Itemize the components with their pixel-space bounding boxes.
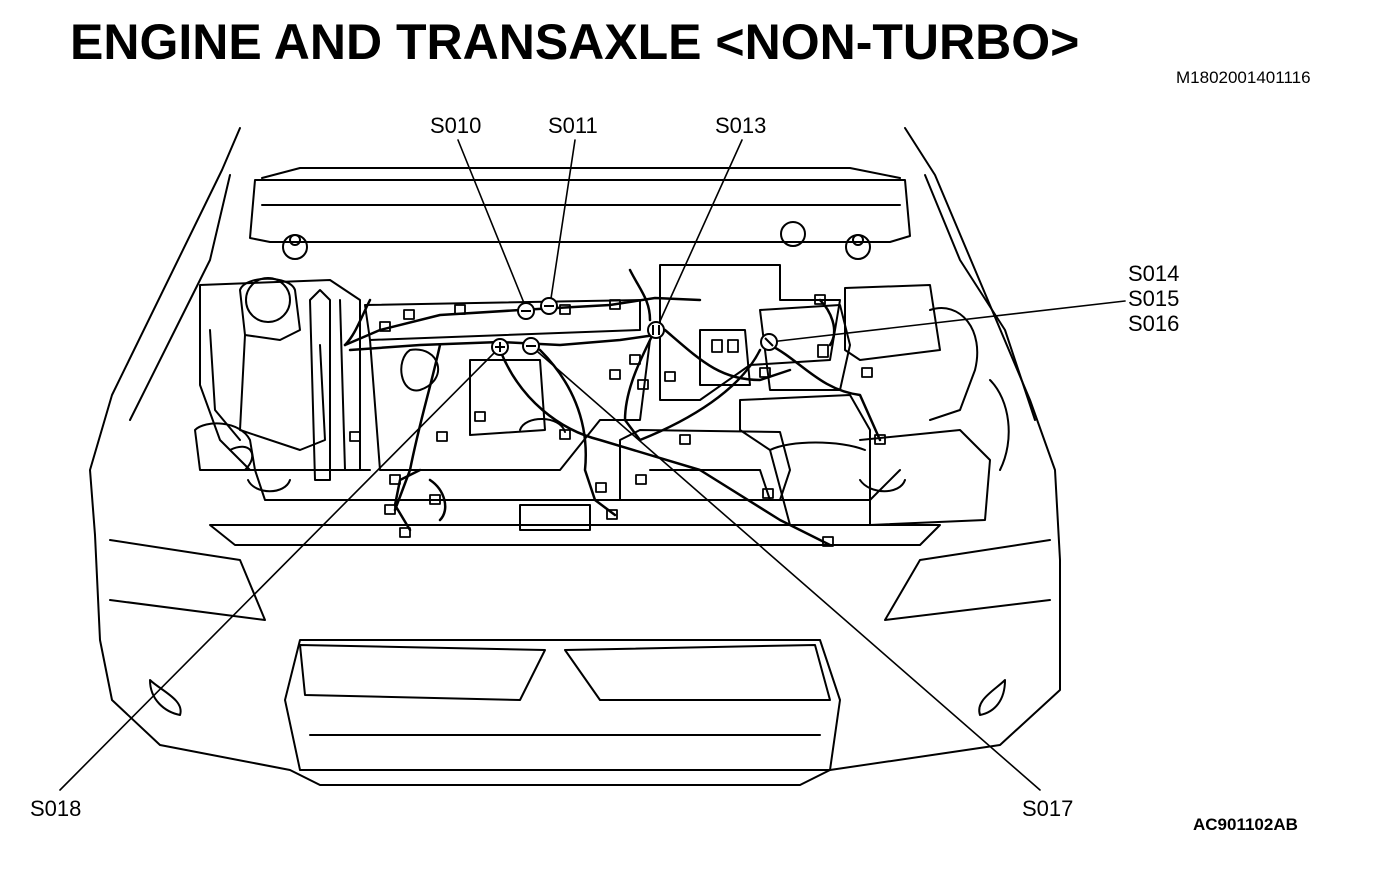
label-s011: S011 (548, 113, 598, 138)
leader-lines (59, 139, 1126, 791)
label-s017: S017 (1022, 796, 1074, 821)
label-s014: S014 (1128, 261, 1180, 286)
connectors (349, 294, 886, 547)
front-bumper (109, 504, 1051, 771)
page-title: ENGINE AND TRANSAXLE <NON-TURBO> (70, 14, 1080, 70)
document-id: M1802001401116 (1176, 68, 1311, 87)
wiring-harness (343, 268, 882, 547)
label-s010: S010 (430, 113, 482, 138)
splice-markers (491, 297, 778, 356)
bay-panels (194, 221, 1010, 526)
label-s016: S016 (1128, 311, 1180, 336)
hood-outline (89, 127, 1061, 786)
figure-id: AC901102AB (1193, 815, 1298, 834)
label-s018: S018 (30, 796, 82, 821)
label-s015: S015 (1128, 286, 1180, 311)
label-s013: S013 (715, 113, 767, 138)
